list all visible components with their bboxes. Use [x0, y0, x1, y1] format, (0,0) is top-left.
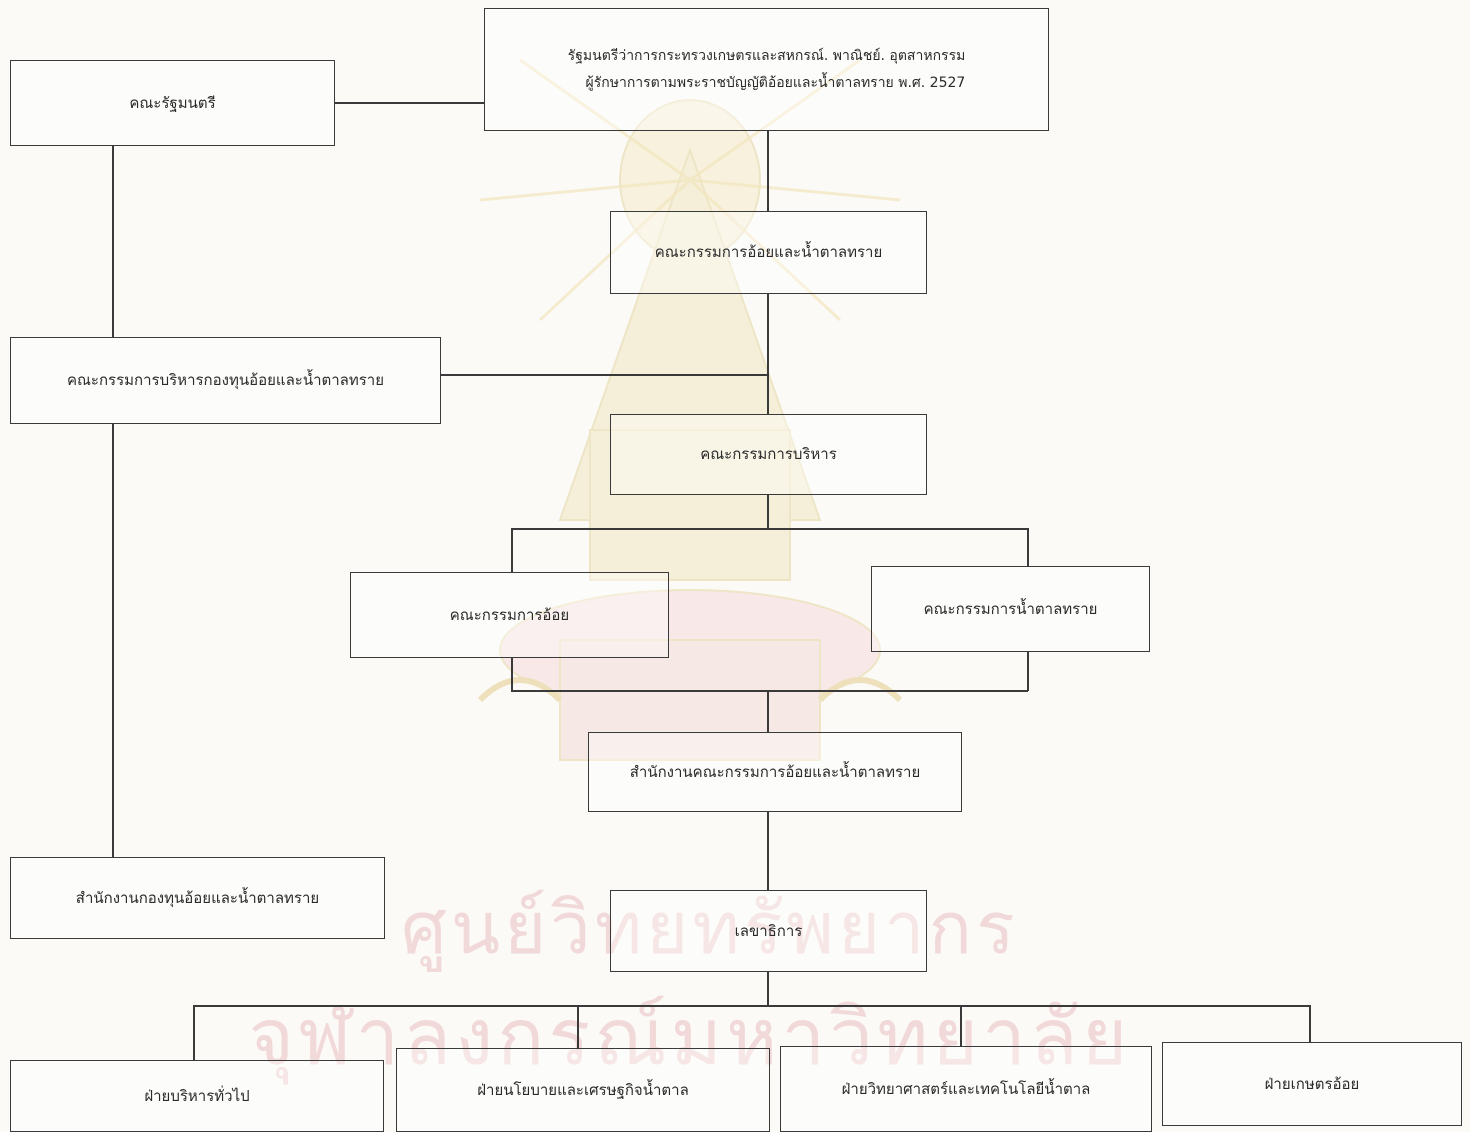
connector-line	[511, 657, 513, 691]
division-admin-box: ฝ่ายบริหารทั่วไป	[10, 1060, 384, 1132]
connector-line	[577, 1005, 579, 1049]
sugar-board-box: คณะกรรมการน้ำตาลทราย	[871, 566, 1150, 652]
connector-line	[335, 102, 485, 104]
division-science-label: ฝ่ายวิทยาศาสตร์และเทคโนโลยีน้ำตาล	[841, 1079, 1091, 1098]
connector-line	[112, 423, 114, 858]
fund-office-box: สำนักงานกองทุนอ้อยและน้ำตาลทราย	[10, 857, 385, 939]
connector-line	[1309, 1005, 1311, 1043]
board-office-box: สำนักงานคณะกรรมการอ้อยและน้ำตาลทราย	[588, 732, 962, 812]
fund-board-box: คณะกรรมการบริหารกองทุนอ้อยและน้ำตาลทราย	[10, 337, 441, 424]
division-policy-label: ฝ่ายนโยบายและเศรษฐกิจน้ำตาล	[477, 1080, 689, 1099]
watermark-text-line2: จุฬาลงกรณ์มหาวิทยาลัย	[248, 993, 1132, 1083]
watermark-text-line1: ศูนย์วิทยทรัพยากร	[401, 886, 1019, 970]
minister-box: รัฐมนตรีว่าการกระทรวงเกษตรและสหกรณ์. พาณ…	[484, 8, 1049, 131]
connector-line	[1027, 651, 1029, 691]
division-admin-label: ฝ่ายบริหารทั่วไป	[144, 1086, 250, 1105]
cane-board-label: คณะกรรมการอ้อย	[449, 605, 570, 624]
division-science-box: ฝ่ายวิทยาศาสตร์และเทคโนโลยีน้ำตาล	[780, 1046, 1152, 1132]
division-agri-box: ฝ่ายเกษตรอ้อย	[1162, 1042, 1462, 1126]
board-office-label: สำนักงานคณะกรรมการอ้อยและน้ำตาลทราย	[629, 762, 921, 781]
fund-board-label: คณะกรรมการบริหารกองทุนอ้อยและน้ำตาลทราย	[66, 371, 385, 390]
cane-board-box: คณะกรรมการอ้อย	[350, 572, 669, 658]
connector-line	[511, 528, 513, 572]
cane-sugar-board-box: คณะกรรมการอ้อยและน้ำตาลทราย	[610, 211, 927, 294]
division-agri-label: ฝ่ายเกษตรอ้อย	[1264, 1074, 1360, 1093]
connector-line	[511, 528, 1028, 530]
connector-line	[193, 1005, 1310, 1007]
connector-line	[767, 494, 769, 529]
connector-line	[767, 971, 769, 1006]
connector-line	[511, 690, 1028, 692]
executive-board-label: คณะกรรมการบริหาร	[700, 445, 837, 464]
connector-line	[112, 145, 114, 338]
connector-line	[767, 811, 769, 891]
fund-office-label: สำนักงานกองทุนอ้อยและน้ำตาลทราย	[75, 888, 320, 907]
connector-line	[440, 374, 768, 376]
connector-line	[960, 1005, 962, 1047]
connector-line	[193, 1005, 195, 1061]
secretary-general-label: เลขาธิการ	[734, 921, 803, 940]
cabinet-label: คณะรัฐมนตรี	[129, 93, 216, 112]
connector-line	[767, 690, 769, 733]
executive-board-box: คณะกรรมการบริหาร	[610, 414, 927, 495]
minister-label-line1: รัฐมนตรีว่าการกระทรวงเกษตรและสหกรณ์. พาณ…	[567, 47, 966, 64]
cane-sugar-board-label: คณะกรรมการอ้อยและน้ำตาลทราย	[654, 243, 883, 262]
connector-line	[767, 130, 769, 212]
connector-line	[767, 293, 769, 415]
connector-line	[1027, 528, 1029, 566]
division-policy-box: ฝ่ายนโยบายและเศรษฐกิจน้ำตาล	[396, 1048, 770, 1132]
minister-label-line2: ผู้รักษาการตามพระราชบัญญัติอ้อยและน้ำตาล…	[585, 74, 966, 91]
secretary-general-box: เลขาธิการ	[610, 890, 927, 972]
cabinet-box: คณะรัฐมนตรี	[10, 60, 335, 146]
sugar-board-label: คณะกรรมการน้ำตาลทราย	[923, 599, 1098, 618]
